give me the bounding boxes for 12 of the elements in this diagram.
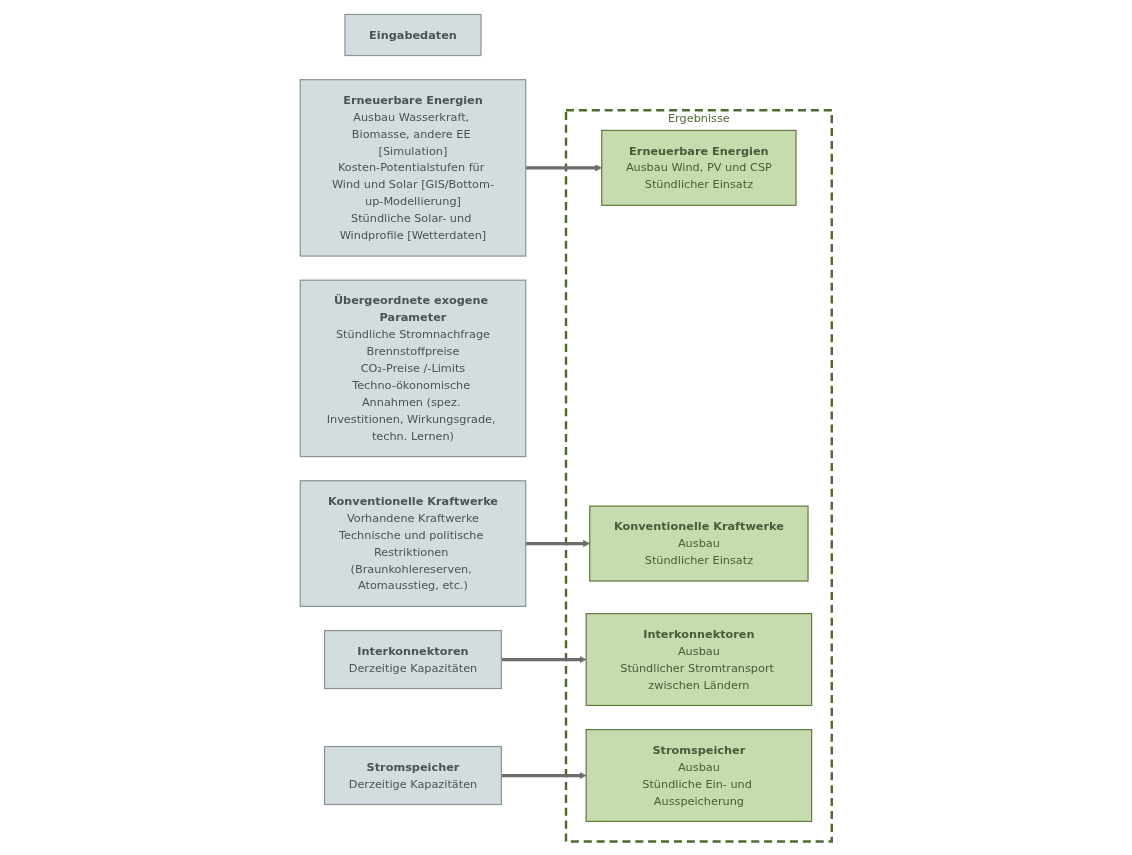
node-box: Interkonnektoren Ausbau Stündlicher Stromtransport zwischen Ländern [585, 612, 813, 706]
node-box: Erneuerbare Energien Ausbau Wind, PV und CSP Stündlicher Einsatz [601, 129, 797, 206]
node-box: Stromspeicher Ausbau Stündliche Ein- und Ausspeicherung [585, 728, 813, 822]
node-box: Konventionelle Kraftwerke Vorhandene Kraftwerke Technische und politische Restriktionen (Braunkohlereserven, Atomausstieg, etc.) [299, 479, 527, 607]
node-box: Erneuerbare Energien Ausbau Wasserkraft, Biomasse, andere EE [Simulation] Kosten-Potentialstufen für Wind und Solar [GIS/Bottom-up-Modellierung] Stündliche Solar- und Windprofile [Wetterdaten] [299, 78, 527, 257]
node-box: Übergeordnete exogene Parameter Stündliche Stromnachfrage Brennstoffpreise CO₂-Preise /-Limits Techno-ökonomische Annahmen (spez. Investitionen, Wirkungsgrade, techn. Lernen) [299, 279, 527, 457]
node-box: Stromspeicher Derzeitige Kapazitäten [323, 745, 502, 805]
node-box: Interkonnektoren Derzeitige Kapazitäten [323, 629, 502, 689]
arrow [501, 655, 587, 663]
node-box: Konventionelle Kraftwerke Ausbau Stündlicher Einsatz [589, 505, 809, 582]
node-box: Eingabedaten [344, 13, 482, 56]
arrow [501, 771, 587, 779]
